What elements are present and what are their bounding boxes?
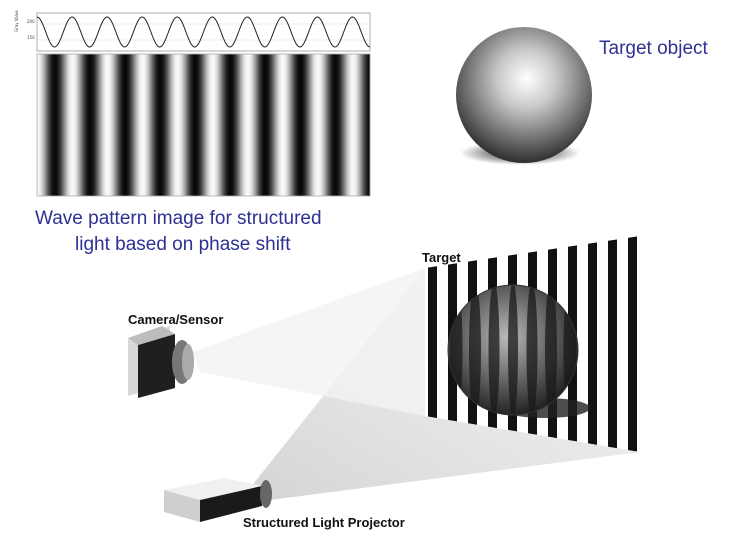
fringe-image — [37, 54, 371, 196]
camera-label: Camera/Sensor — [128, 312, 224, 327]
wave-graphic — [36, 12, 371, 197]
y-tick-150: 150 — [27, 35, 35, 40]
y-tick-200: 200 — [27, 19, 35, 24]
wave-caption-line-2: light based on phase shift — [75, 234, 291, 255]
projector-device — [164, 478, 272, 522]
wave-panel — [34, 12, 372, 198]
camera-device — [128, 326, 194, 398]
sphere-body — [456, 27, 592, 163]
projector-label: Structured Light Projector — [243, 515, 405, 530]
target-object-caption: Target object — [599, 38, 708, 59]
sine-curve — [36, 16, 371, 48]
wave-caption-line-1: Wave pattern image for structured — [35, 208, 322, 229]
camera-view — [192, 268, 425, 416]
target-label: Target — [422, 250, 461, 265]
target-sphere — [456, 27, 592, 165]
